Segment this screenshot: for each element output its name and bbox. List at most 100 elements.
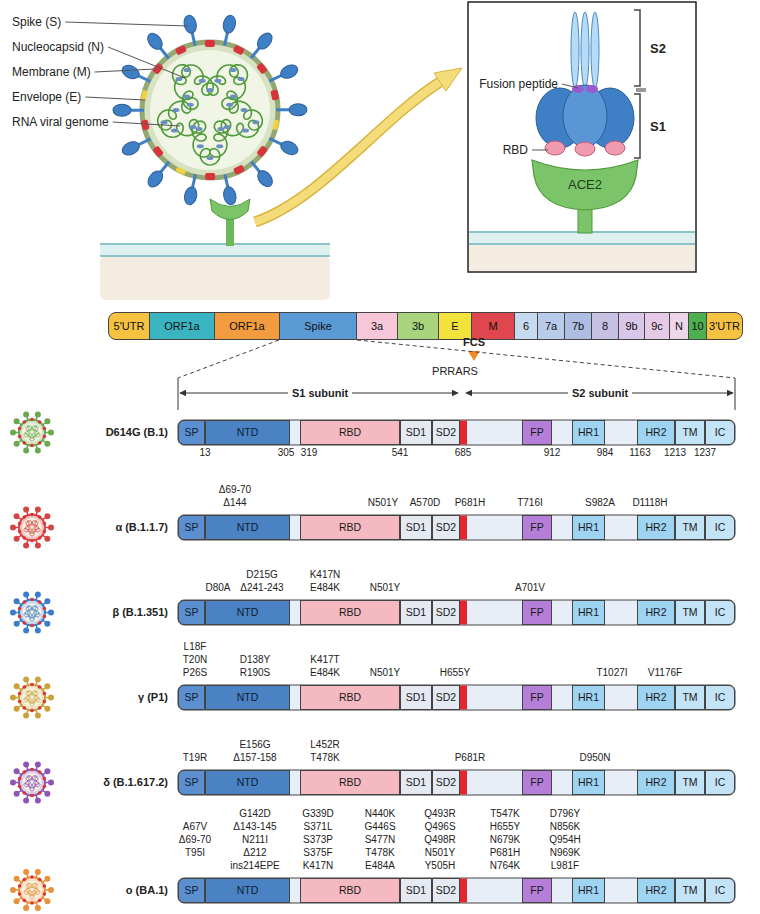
segment-label: HR1 [578,885,599,897]
leader-lines [95,69,155,72]
domain-segment: NTD [205,770,290,795]
segment-label: SP [184,777,198,789]
spike-header [178,378,179,410]
gene-segment: 3'UTR [706,312,743,340]
segment-label: 9b [625,320,637,332]
part-label: Nucleocapsid (N) [12,41,104,54]
virus-particle [255,168,276,190]
mutation-label: V1176F [648,666,682,679]
mutation-label: T95I [185,846,205,859]
mutation-label: P681H [490,846,521,859]
domain-segment: TM [675,878,705,903]
virus-particle [120,63,141,82]
subunit-label: S1 subunit [288,387,352,400]
domain-segment: NTD [205,685,290,710]
virus-particle [142,42,278,178]
segment-label: HR1 [578,692,599,704]
cell-membrane [100,244,330,256]
mutation-label: ins214EPE [230,859,279,872]
domain-segment: FP [522,878,552,903]
domain-segment: HR1 [572,685,605,710]
segment-label: IC [715,692,726,704]
segment-label: TM [682,777,697,789]
mutation-label: T478K [365,846,394,859]
gene-segment: 10 [688,312,707,340]
residue-number: 1237 [694,446,716,459]
variant-name: δ (B.1.617.2) [103,776,168,789]
inset-panel [581,12,589,88]
mutation-label: Y505H [425,859,456,872]
segment-label: IC [715,777,726,789]
residue-number: 984 [597,446,614,459]
gene-segment: Spike [279,312,357,340]
variant-name: ο (BA.1) [126,884,168,897]
domain-segment: FP [522,600,552,625]
segment-label: RBD [339,522,361,534]
segment-label: NTD [237,427,259,439]
domain-segment: SD1 [400,515,432,540]
segment-label: 7b [572,320,584,332]
inset-panel [636,88,646,92]
domain-segment: RBD [300,600,400,625]
virus-particle [214,79,221,83]
segment-label: SD2 [436,522,456,534]
segment-label: TM [682,885,697,897]
subunit-label: S2 subunit [568,387,632,400]
mutation-label: G339D [302,807,334,820]
domain-segment: NTD [205,420,290,445]
segment-label: SD2 [436,427,456,439]
domain-segment: RBD [300,515,400,540]
mutation-label: T716I [517,496,543,509]
mutation-label: A701V [515,581,545,594]
segment-label: HR2 [645,885,666,897]
mutation-label: R190S [240,666,271,679]
virus-particle [216,144,223,148]
domain-segment: SD1 [400,420,432,445]
segment-label: IC [715,427,726,439]
mutation-label: Δ241-243 [240,581,283,594]
leader-lines [532,150,548,151]
mutation-label: E484K [310,581,340,594]
mutation-label: N856K [550,820,581,833]
variant-icons [10,411,54,911]
mutation-label: E484A [365,859,395,872]
variant-icons [10,761,54,803]
domain-segment: TM [675,515,705,540]
inset-panel [634,94,640,158]
mutation-label: Δ157-158 [233,751,276,764]
segment-label: HR1 [578,607,599,619]
mutation-label: Q496S [424,820,455,833]
mutation-label: K417N [310,568,341,581]
segment-label: SD1 [406,692,426,704]
virus-particle [183,68,190,72]
mutation-label: N501Y [368,496,399,509]
domain-segment: RBD [300,770,400,795]
domain-segment: FP [522,770,552,795]
domain-segment: SP [178,685,205,710]
variant-icons [10,676,54,718]
mutation-label: P681H [455,496,486,509]
cell-membrane [100,255,330,257]
domain-segment: SD2 [432,770,460,795]
spike-bars [178,420,735,903]
mutation-label: L452R [310,738,339,751]
mutation-label: D796Y [550,807,581,820]
mutation-label: Δ69-70 [219,483,251,496]
virus-particle [222,186,238,206]
leader-lines [178,340,279,378]
segment-label: Spike [304,320,332,332]
virus-particle [252,120,259,124]
gene-segment: N [669,312,689,340]
mutation-label: N501Y [370,581,401,594]
inset-panel [563,85,607,147]
virus-particle [272,119,279,130]
inset-panel [605,141,625,155]
domain-segment: TM [675,600,705,625]
virus-particle [145,31,166,53]
segment-label: SP [184,692,198,704]
spike-bars [178,515,735,540]
site-label: FCS [463,336,485,349]
segment-label: 3a [371,320,383,332]
cell-membrane [100,243,330,245]
segment-label: FP [530,607,543,619]
